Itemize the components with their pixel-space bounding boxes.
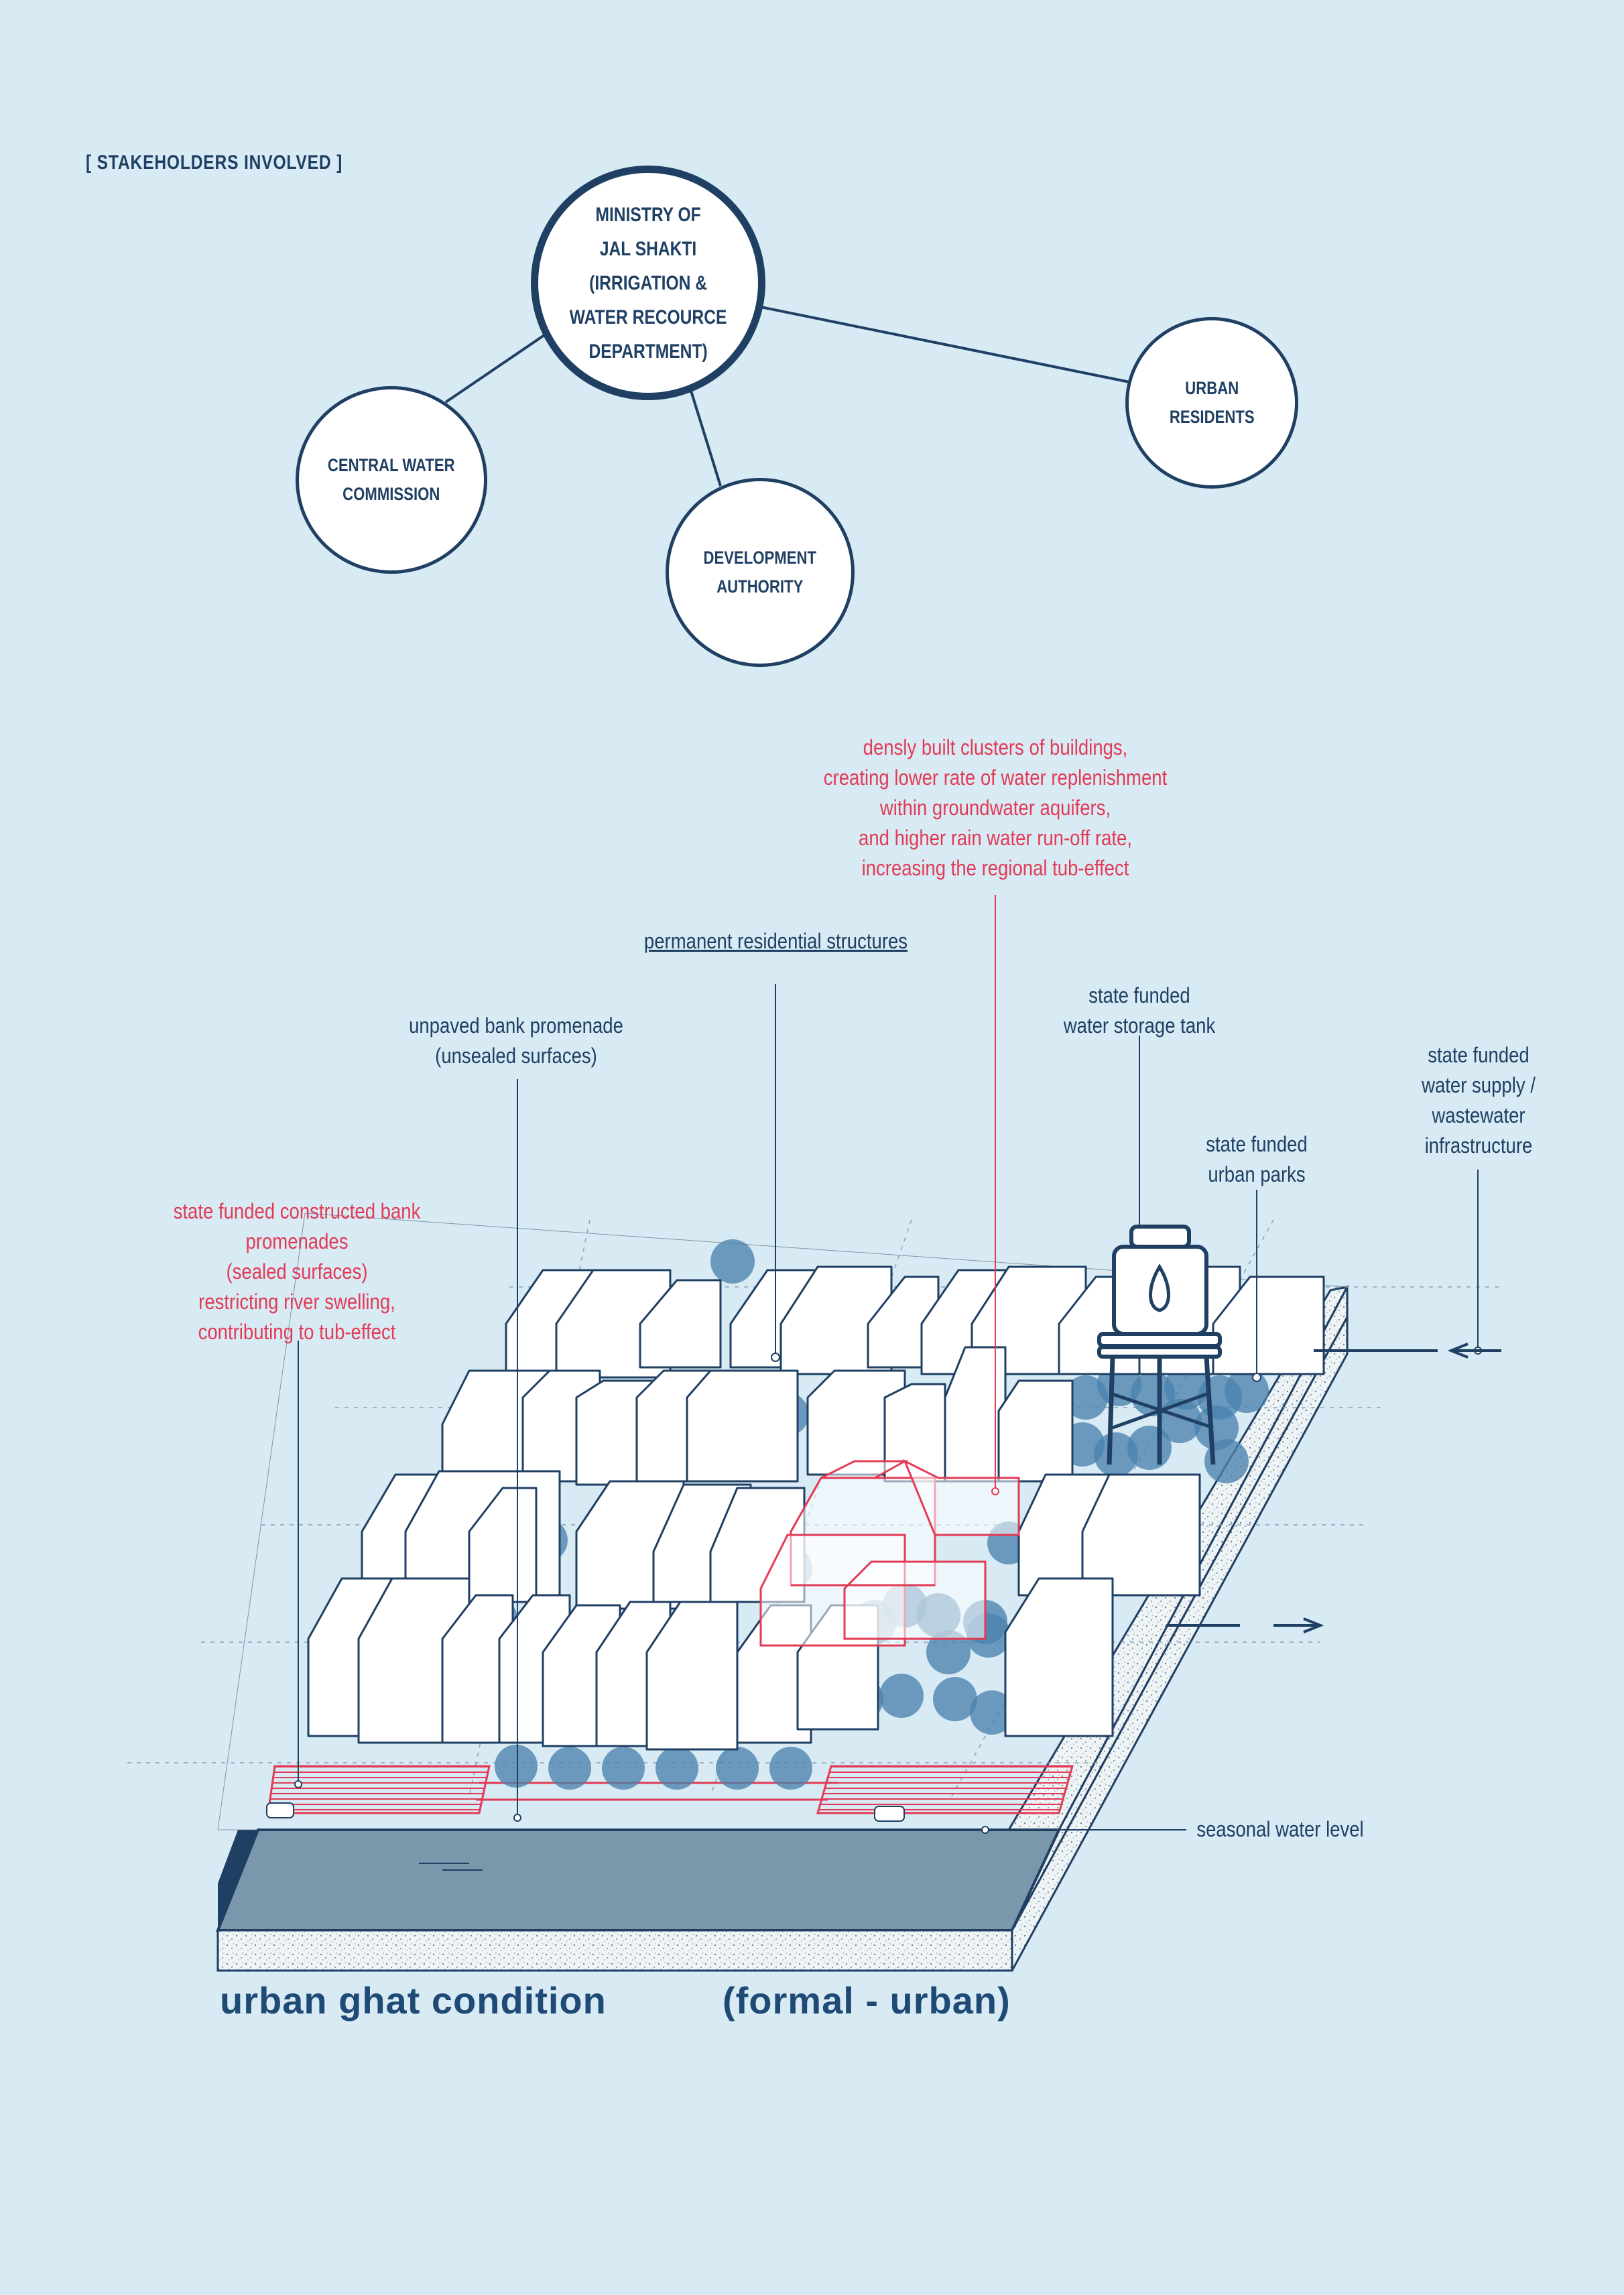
ministry-label: MINISTRY OF JAL SHAKTI (IRRIGATION & WAT… [569, 203, 727, 363]
dense-cluster-highlight [759, 1459, 1020, 1647]
connector-development [689, 388, 722, 487]
stakeholder-connectors [444, 306, 1130, 487]
stakeholders-title: [ STAKEHOLDERS INVOLVED ] [86, 151, 343, 174]
ministry-node: MINISTRY OF JAL SHAKTI (IRRIGATION & WAT… [531, 166, 765, 400]
urban-residents-node: URBAN RESIDENTS [1125, 317, 1298, 489]
caption-subtitle: (formal - urban) [723, 1979, 1011, 2022]
seasonal-water-annotation: seasonal water level [1196, 1817, 1364, 1841]
cow-icons [266, 1802, 905, 1822]
development-authority-node: DEVELOPMENT AUTHORITY [666, 478, 855, 667]
connector-residents [760, 306, 1130, 383]
cwc-node: CENTRAL WATER COMMISSION [296, 386, 487, 574]
urban-parks-annotation: state funded urban parks [1206, 1132, 1308, 1186]
water-supply-annotation: state funded water supply / wastewater i… [1422, 1043, 1536, 1158]
urban-residents-label: URBAN RESIDENTS [1169, 378, 1255, 427]
development-authority-label: DEVELOPMENT AUTHORITY [703, 548, 817, 597]
constructed-bank-annotation: state funded constructed bank promenades… [173, 1199, 421, 1344]
connector-cwc [444, 332, 548, 404]
permanent-structures-annotation: permanent residential structures [643, 929, 908, 953]
storage-tank-annotation: state funded water storage tank [1063, 983, 1216, 1038]
cwc-label: CENTRAL WATER COMMISSION [328, 455, 455, 504]
densely-built-annotation: densly built clusters of buildings, crea… [823, 735, 1168, 880]
flow-arrows [1166, 1343, 1501, 1633]
unpaved-bank-annotation: unpaved bank promenade (unsealed surface… [409, 1013, 623, 1068]
constructed-promenade [267, 1765, 1074, 1814]
caption-title: urban ghat condition [220, 1979, 607, 2022]
leader-lines [298, 984, 1479, 1831]
water-tower-icon [1097, 1225, 1222, 1465]
